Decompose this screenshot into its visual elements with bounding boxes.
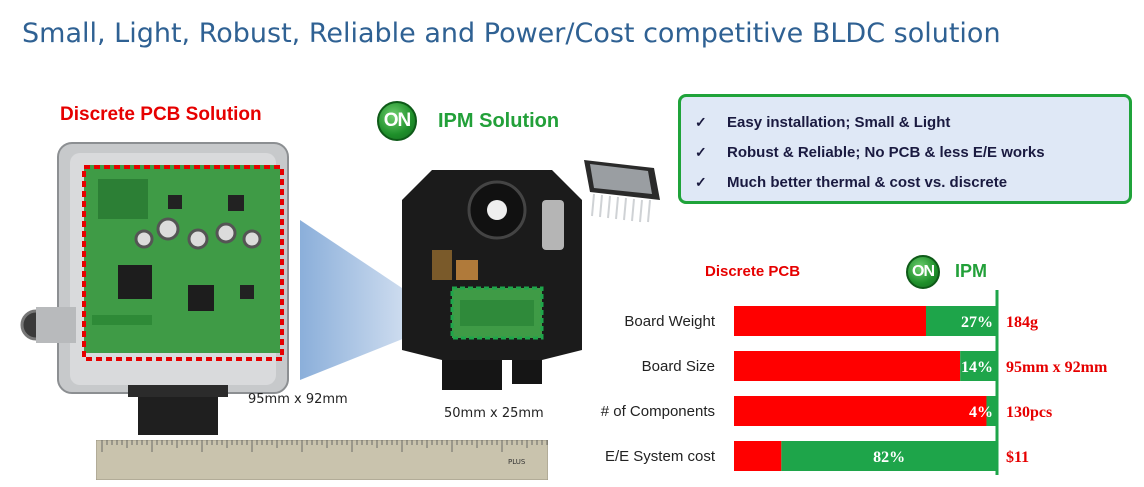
legend-discrete-pcb: Discrete PCB — [705, 263, 801, 280]
benefit-item: ✓ Much better thermal & cost vs. discret… — [693, 167, 1117, 197]
page-title: Small, Light, Robust, Reliable and Power… — [22, 18, 1001, 49]
bar-discrete — [734, 396, 987, 426]
benefits-box: ✓ Easy installation; Small & Light ✓ Rob… — [678, 94, 1132, 204]
bar-discrete — [734, 351, 961, 381]
ipm-solution-label: IPM Solution — [438, 110, 560, 132]
ipm-module-photo — [402, 170, 582, 390]
benefit-text: Much better thermal & cost vs. discrete — [727, 173, 1008, 191]
arrow-graphic — [300, 220, 450, 380]
bar-ipm — [925, 306, 997, 336]
bar-ipm — [781, 441, 997, 471]
category-label: Board Weight — [624, 313, 715, 330]
check-icon: ✓ — [695, 143, 707, 160]
discrete-pcb-photo — [20, 142, 289, 435]
benefit-text: Easy installation; Small & Light — [727, 113, 951, 131]
benefit-text: Robust & Reliable; No PCB & less E/E wor… — [727, 143, 1045, 161]
benefit-item: ✓ Robust & Reliable; No PCB & less E/E w… — [693, 137, 1117, 167]
category-label: # of Components — [601, 403, 715, 420]
legend-ipm: IPM — [955, 261, 988, 281]
ipm-percent-label: 4% — [969, 404, 993, 421]
bar-ipm — [986, 396, 997, 426]
ipm-percent-label: 14% — [961, 359, 993, 376]
check-icon: ✓ — [695, 113, 707, 130]
ruler-brand: PLUS — [508, 458, 526, 466]
ipm-percent-label: 82% — [873, 449, 905, 466]
discrete-solution-label: Discrete PCB Solution — [60, 104, 262, 125]
ipm-dimensions: 50mm x 25mm — [444, 406, 544, 421]
discrete-dimensions: 95mm x 92mm — [248, 392, 348, 407]
category-label: Board Size — [642, 358, 715, 375]
bar-ipm — [960, 351, 997, 381]
on-semiconductor-logo-icon: ON — [377, 101, 417, 141]
ipm-chip-photo — [584, 160, 660, 223]
ipm-percent-label: 27% — [961, 314, 993, 331]
discrete-value-label: 95mm x 92mm — [1006, 359, 1108, 376]
on-semiconductor-logo-icon: ON — [906, 255, 940, 289]
bar-discrete — [734, 441, 782, 471]
check-icon: ✓ — [695, 173, 707, 190]
discrete-value-label: 184g — [1006, 314, 1038, 331]
benefit-item: ✓ Easy installation; Small & Light — [693, 107, 1117, 137]
discrete-value-label: $11 — [1006, 449, 1029, 466]
discrete-value-label: 130pcs — [1006, 404, 1052, 421]
ruler-image: PLUS — [96, 440, 548, 480]
category-label: E/E System cost — [605, 448, 716, 465]
bar-discrete — [734, 306, 926, 336]
